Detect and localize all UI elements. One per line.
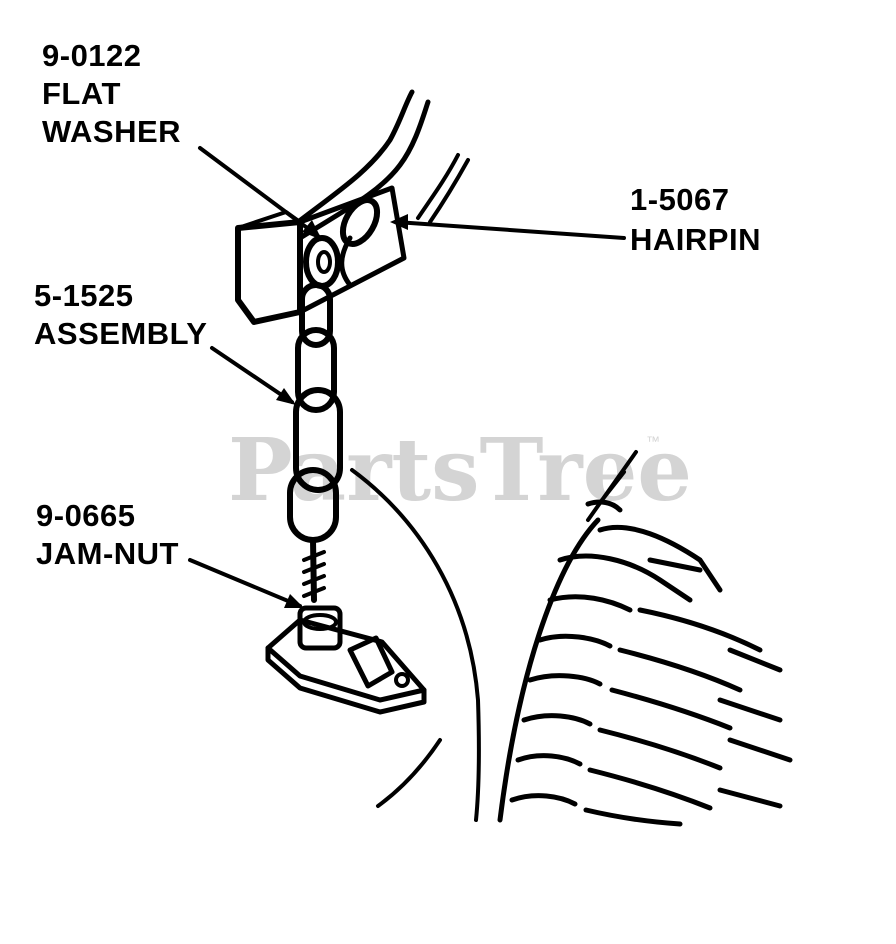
tire <box>497 450 793 827</box>
flat-washer-part <box>303 235 341 289</box>
label-jam-nut: 9-0665 JAM-NUT <box>36 498 179 571</box>
jam-nut-part-number: 9-0665 <box>36 498 136 533</box>
chain-assembly-part <box>287 282 343 603</box>
label-hairpin: 1-5067 HAIRPIN <box>630 182 761 257</box>
assembly-name: ASSEMBLY <box>34 316 207 351</box>
flat-washer-name-line2: WASHER <box>42 114 181 149</box>
label-assembly: 5-1525 ASSEMBLY <box>34 278 207 351</box>
hairpin-name: HAIRPIN <box>630 222 761 257</box>
hairpin-part <box>339 197 381 288</box>
hairpin-part-number: 1-5067 <box>630 182 730 217</box>
leader-arrows <box>188 146 626 608</box>
label-flat-washer: 9-0122 FLAT WASHER <box>42 38 181 149</box>
jam-nut-name: JAM-NUT <box>36 536 179 571</box>
watermark-trademark: ™ <box>646 433 660 449</box>
deck-outline <box>295 89 481 822</box>
flat-washer-part-number: 9-0122 <box>42 38 142 73</box>
assembly-part-number: 5-1525 <box>34 278 134 313</box>
jam-nut-part <box>265 605 427 715</box>
flat-washer-name-line1: FLAT <box>42 76 121 111</box>
